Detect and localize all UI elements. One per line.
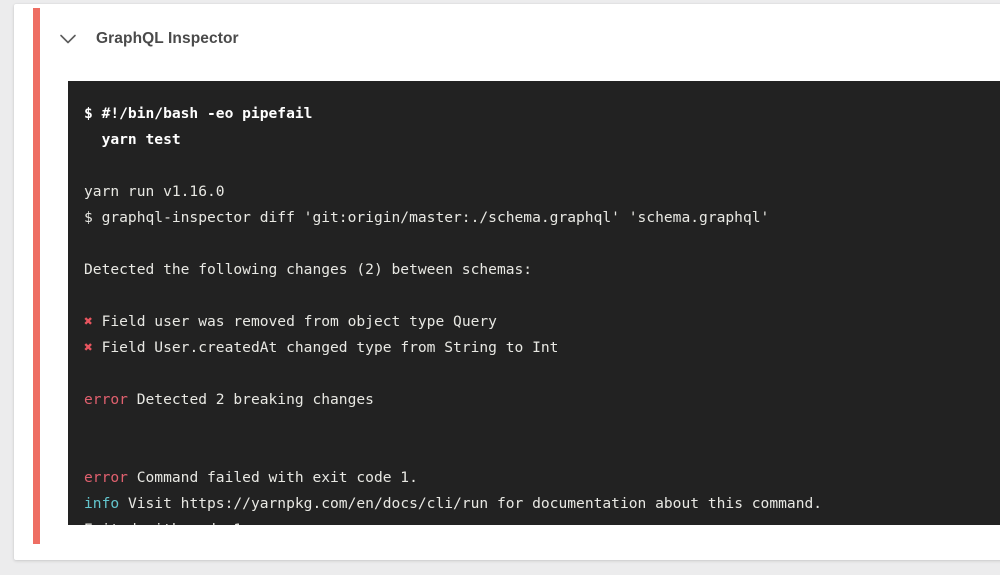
terminal-token: Detected the following changes (2) betwe… [84,261,533,278]
terminal-line [84,153,1000,179]
terminal-token: error [84,391,128,408]
terminal-line: yarn run v1.16.0 [84,179,1000,205]
terminal-lines: $ #!/bin/bash -eo pipefail yarn test yar… [68,81,1000,525]
terminal-token [84,235,93,252]
chevron-down-icon[interactable] [54,25,82,53]
terminal-token [84,365,93,382]
build-step-card: GraphQL Inspector $ #!/bin/bash -eo pipe… [14,4,1000,560]
step-status-strip [33,8,40,544]
terminal-line: $ #!/bin/bash -eo pipefail [84,101,1000,127]
terminal-token [84,287,93,304]
step-header-toggle[interactable]: GraphQL Inspector [54,20,239,58]
terminal-line: yarn test [84,127,1000,153]
terminal-line [84,439,1000,465]
terminal-token: ✖ [84,313,93,330]
terminal-line: Exited with code 1 [84,517,1000,525]
terminal-token: info [84,495,120,512]
terminal-token: Field user was removed from object type … [92,313,497,330]
terminal-token [84,443,93,460]
terminal-token: Field User.createdAt changed type from S… [92,339,559,356]
terminal-line [84,231,1000,257]
terminal-output[interactable]: $ #!/bin/bash -eo pipefail yarn test yar… [68,81,1000,525]
terminal-line: $ graphql-inspector diff 'git:origin/mas… [84,205,1000,231]
terminal-token: ✖ [84,339,93,356]
terminal-token: error [84,469,128,486]
terminal-line [84,283,1000,309]
terminal-token: Visit https://yarnpkg.com/en/docs/cli/ru… [119,495,823,512]
terminal-line: ✖ Field User.createdAt changed type from… [84,335,1000,361]
terminal-token: $ graphql-inspector diff 'git:origin/mas… [84,209,770,226]
step-title: GraphQL Inspector [96,30,239,47]
terminal-line: error Command failed with exit code 1. [84,465,1000,491]
terminal-token: Detected 2 breaking changes [127,391,374,408]
terminal-token: yarn run v1.16.0 [84,183,225,200]
terminal-line: ✖ Field user was removed from object typ… [84,309,1000,335]
terminal-token [84,157,93,174]
terminal-token [84,417,93,434]
terminal-line [84,413,1000,439]
terminal-token: Exited with code 1 [84,521,242,525]
terminal-token: yarn test [84,131,181,148]
terminal-line: Detected the following changes (2) betwe… [84,257,1000,283]
terminal-token: $ #!/bin/bash -eo pipefail [84,105,313,122]
terminal-line [84,361,1000,387]
terminal-line: info Visit https://yarnpkg.com/en/docs/c… [84,491,1000,517]
terminal-line: error Detected 2 breaking changes [84,387,1000,413]
terminal-token: Command failed with exit code 1. [127,469,418,486]
